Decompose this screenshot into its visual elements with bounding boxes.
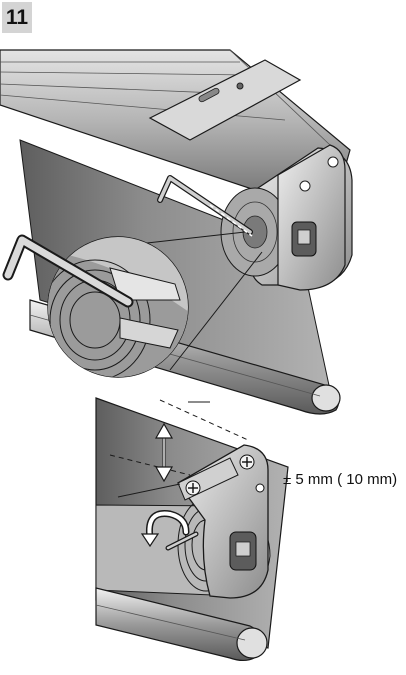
detail-magnifier	[2, 234, 189, 378]
mounting-clip	[148, 59, 302, 141]
height-adjust-arrow	[154, 422, 174, 483]
step-number: 11	[5, 5, 29, 29]
tolerance-label: ± 5 mm ( 10 mm)	[283, 471, 398, 488]
bottom-adjustment-detail	[95, 397, 289, 662]
headrail-assembly	[0, 49, 353, 415]
clip-slot	[198, 87, 220, 103]
step-number-badge: 11	[2, 2, 32, 33]
clip-screw-hole	[236, 82, 244, 90]
